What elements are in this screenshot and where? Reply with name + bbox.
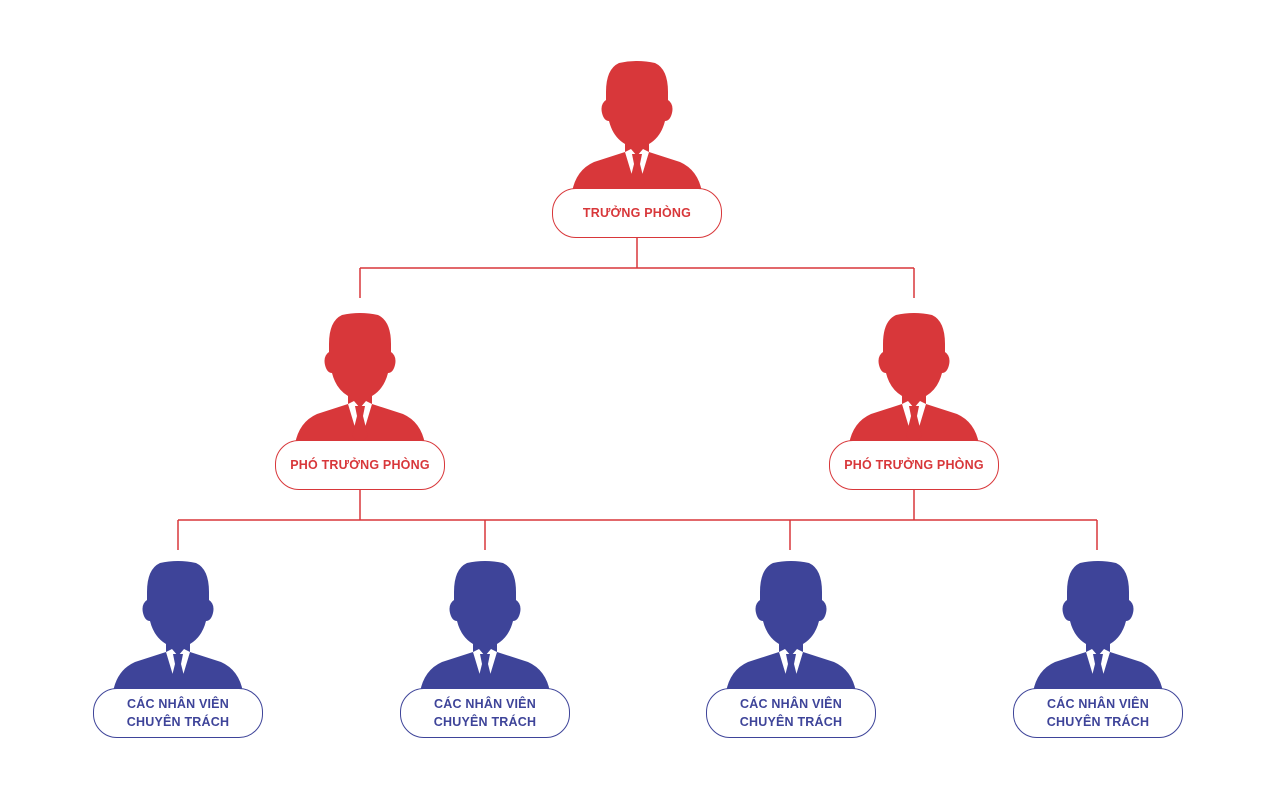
label-staff-3: CÁC NHÂN VIÊN CHUYÊN TRÁCH [706,688,876,738]
label-line1: PHÓ TRƯỞNG PHÒNG [844,458,984,472]
person-with-tie-icon [295,313,425,444]
label-line1: CÁC NHÂN VIÊN [434,697,536,711]
person-with-tie-icon [1033,561,1163,692]
person-with-tie-icon [849,313,979,444]
node-deputy-left: PHÓ TRƯỞNG PHÒNG [275,312,445,492]
node-staff-2: CÁC NHÂN VIÊN CHUYÊN TRÁCH [400,560,570,740]
label-line2: CHUYÊN TRÁCH [433,715,537,729]
label-deputy-right: PHÓ TRƯỞNG PHÒNG [829,440,999,490]
person-with-tie-icon [572,61,702,192]
label-line1: CÁC NHÂN VIÊN [1047,697,1149,711]
node-staff-1: CÁC NHÂN VIÊN CHUYÊN TRÁCH [93,560,263,740]
label-line2: CHUYÊN TRÁCH [739,715,843,729]
label-staff-2: CÁC NHÂN VIÊN CHUYÊN TRÁCH [400,688,570,738]
node-deputy-right: PHÓ TRƯỞNG PHÒNG [829,312,999,492]
label-staff-4: CÁC NHÂN VIÊN CHUYÊN TRÁCH [1013,688,1183,738]
node-staff-3: CÁC NHÂN VIÊN CHUYÊN TRÁCH [706,560,876,740]
label-line2: CHUYÊN TRÁCH [126,715,230,729]
label-line1: PHÓ TRƯỞNG PHÒNG [290,458,430,472]
node-staff-4: CÁC NHÂN VIÊN CHUYÊN TRÁCH [1013,560,1183,740]
label-line1: CÁC NHÂN VIÊN [127,697,229,711]
label-staff-1: CÁC NHÂN VIÊN CHUYÊN TRÁCH [93,688,263,738]
person-with-tie-icon [113,561,243,692]
label-line1: TRƯỞNG PHÒNG [582,206,692,220]
label-head: TRƯỞNG PHÒNG [552,188,722,238]
person-with-tie-icon [726,561,856,692]
label-deputy-left: PHÓ TRƯỞNG PHÒNG [275,440,445,490]
label-line1: CÁC NHÂN VIÊN [740,697,842,711]
node-head: TRƯỞNG PHÒNG [552,60,722,240]
label-line2: CHUYÊN TRÁCH [1046,715,1150,729]
person-with-tie-icon [420,561,550,692]
